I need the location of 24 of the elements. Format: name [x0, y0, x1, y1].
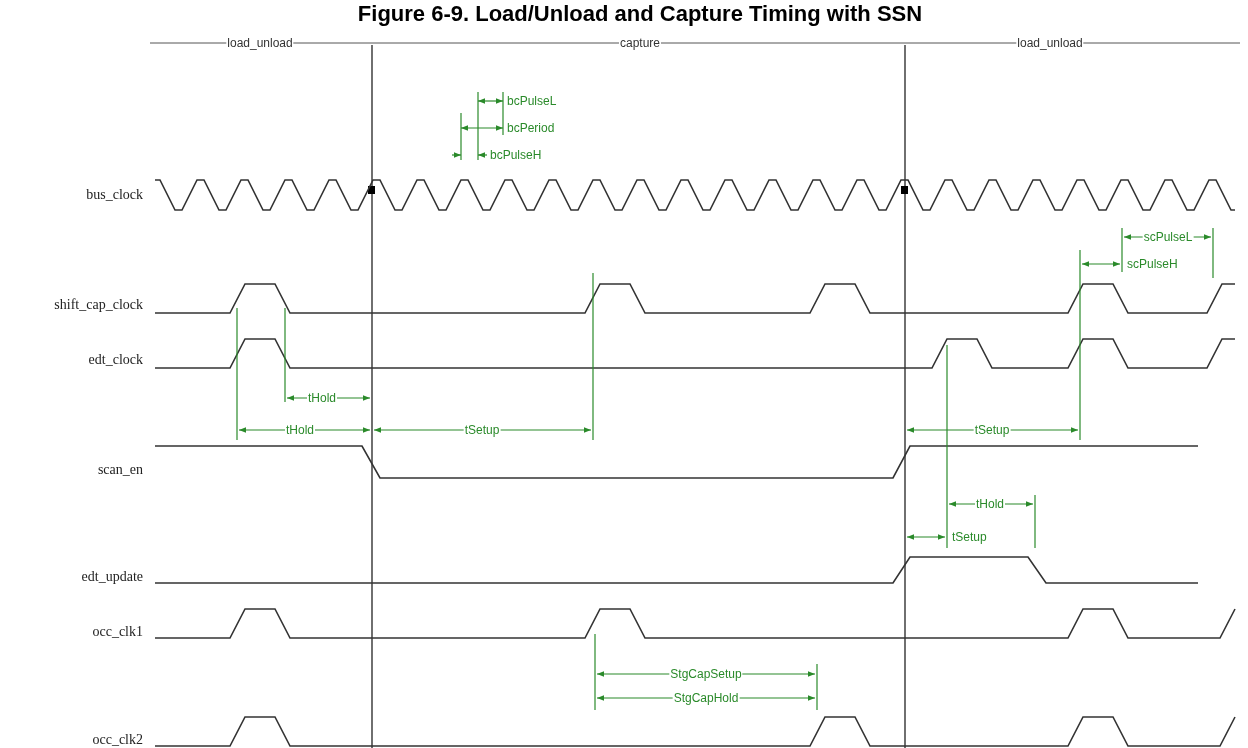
signal-name: edt_clock	[88, 353, 143, 367]
signal-name: edt_update	[81, 570, 143, 584]
timing-label: tHold	[285, 424, 315, 436]
timing-label: tHold	[975, 498, 1005, 510]
signal-name: occ_clk1	[92, 625, 143, 639]
timing-label: bcPulseH	[489, 149, 543, 161]
timing-label: tSetup	[973, 424, 1011, 436]
timing-label: tSetup	[463, 424, 501, 436]
timing-label: scPulseL	[1142, 231, 1194, 243]
figure-title: Figure 6-9. Load/Unload and Capture Timing with SSN	[356, 3, 924, 25]
timing-label: scPulseH	[1126, 258, 1179, 270]
phase-label: load_unload	[1016, 37, 1084, 49]
timing-label: StgCapHold	[672, 692, 740, 704]
timing-label: StgCapSetup	[669, 668, 743, 680]
timing-label: tHold	[307, 392, 337, 404]
signal-name: occ_clk2	[92, 733, 143, 747]
phase-label: load_unload	[226, 37, 294, 49]
signal-name: shift_cap_clock	[54, 298, 143, 312]
timing-label: bcPeriod	[506, 122, 556, 134]
timing-label: bcPulseL	[506, 95, 558, 107]
signal-name: bus_clock	[86, 188, 143, 202]
timing-label: tSetup	[951, 531, 988, 543]
phase-label: capture	[619, 37, 661, 49]
signal-name: scan_en	[97, 463, 143, 477]
